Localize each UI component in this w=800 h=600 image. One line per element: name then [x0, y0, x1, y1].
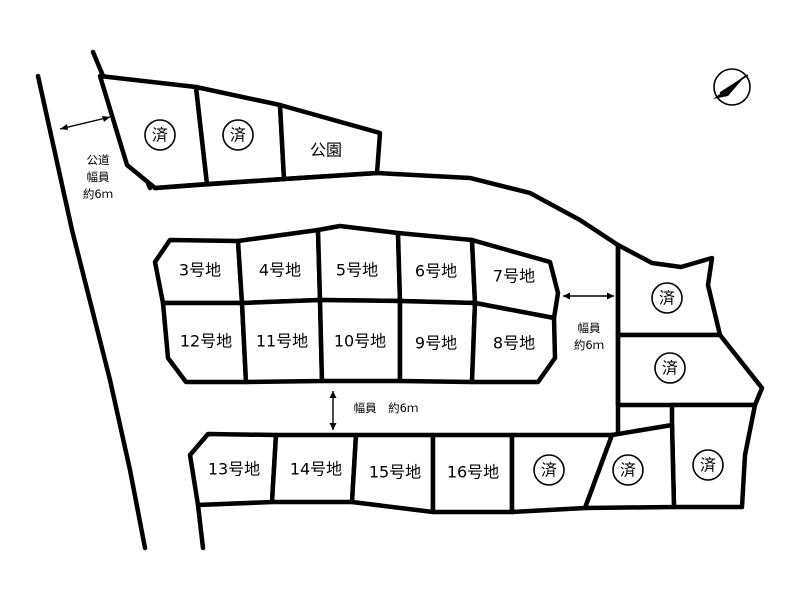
lot-12-label: 12号地: [180, 332, 232, 351]
sold-label: 済: [541, 461, 557, 480]
public-road-width-arrow: [59, 116, 111, 130]
road-edge-top: [152, 170, 621, 248]
public-road-left-edge: [35, 73, 148, 551]
sold-circle: [692, 449, 724, 481]
right-road-width-label: 幅員: [578, 321, 601, 335]
park-label: 公園: [310, 141, 342, 160]
sold-circle: [654, 352, 686, 384]
north-arrow-icon: [713, 68, 751, 106]
sold-label: 済: [152, 126, 168, 145]
lot-4-label: 4号地: [259, 261, 301, 280]
lot-9-label: 9号地: [415, 334, 457, 353]
lot-6-label: 6号地: [415, 262, 457, 281]
sold-label: 済: [659, 289, 675, 308]
lot-13-label: 13号地: [208, 460, 260, 479]
right-road-width-arrow: [563, 292, 614, 300]
public-road-label: 公道: [87, 153, 110, 167]
public-road-right-edge-lower: [195, 502, 206, 551]
lot-right-2[interactable]: [615, 332, 765, 408]
lot-8-label: 8号地: [493, 334, 535, 353]
sold-circle: [651, 282, 683, 314]
center-road-width-arrow: [329, 391, 337, 430]
right-road-width-value: 約6ｍ: [574, 338, 604, 352]
sold-label: 済: [620, 461, 636, 480]
public-road-width-label: 幅員: [87, 170, 110, 184]
sold-circle: [144, 119, 176, 151]
sold-circle: [533, 454, 565, 486]
sold-circle: [222, 119, 254, 151]
lot-15-label: 15号地: [369, 463, 421, 482]
public-road-width-value: 約6ｍ: [83, 187, 113, 201]
lot-7-label: 7号地: [493, 267, 535, 286]
lot-3-label: 3号地: [179, 261, 221, 280]
sold-label: 済: [662, 359, 678, 378]
lot-8[interactable]: [469, 300, 558, 385]
lot-14-label: 14号地: [290, 460, 342, 479]
lot-11-label: 11号地: [256, 332, 308, 351]
lot-bottom-sold-2[interactable]: [582, 422, 677, 511]
road-edge-right: [609, 242, 621, 438]
lot-12[interactable]: [160, 300, 249, 385]
lot-10-label: 10号地: [334, 332, 386, 351]
sold-label: 済: [230, 126, 246, 145]
sold-circle: [612, 454, 644, 486]
lot-13[interactable]: [187, 431, 279, 508]
lot-7[interactable]: [469, 237, 561, 321]
sold-label: 済: [700, 456, 716, 475]
lot-16-label: 16号地: [447, 463, 499, 482]
lot-5-label: 5号地: [336, 261, 378, 280]
center-road-width-label: 幅員 約6ｍ: [354, 401, 419, 415]
